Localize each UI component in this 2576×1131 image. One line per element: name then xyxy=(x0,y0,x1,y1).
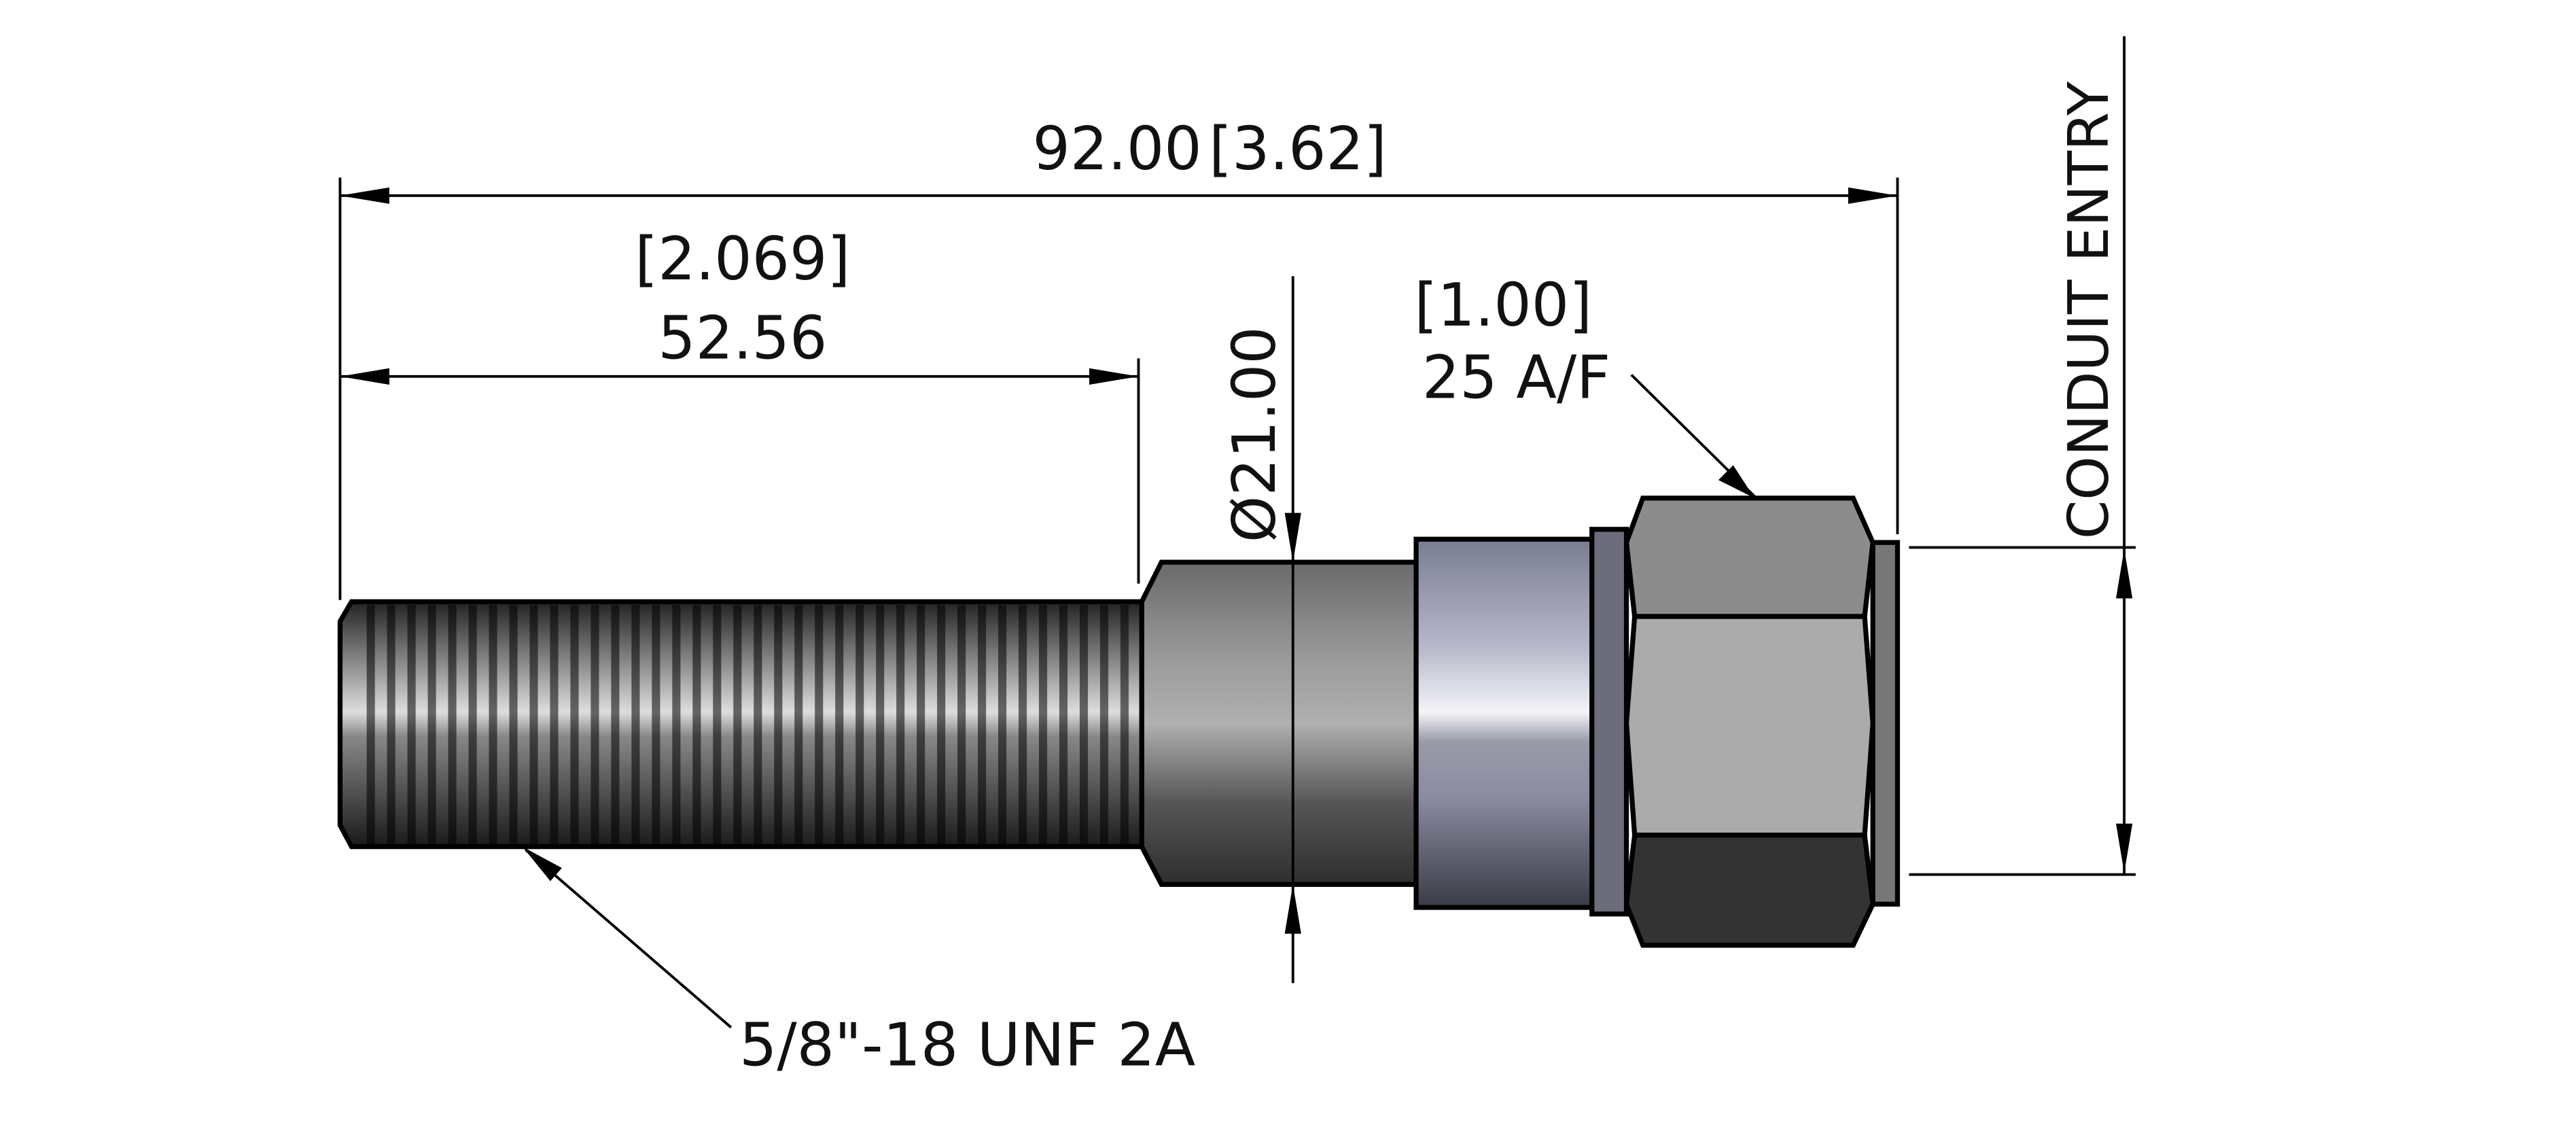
hex-nut-bottom-face xyxy=(1623,833,1875,948)
conduit-entry-dimension: CONDUIT ENTRY xyxy=(1909,36,2136,876)
shank xyxy=(1139,559,1419,887)
hex-size-text: 25 A/F xyxy=(1422,343,1610,412)
thread-length-dimension: [2.069] 52.56 xyxy=(340,224,1140,584)
overall-length-inch-text: [3.62] xyxy=(1209,114,1387,184)
end-lip xyxy=(1870,540,1901,907)
thread-length-text: 52.56 xyxy=(658,303,827,372)
overall-length-dimension: 92.00 [3.62] xyxy=(338,114,1899,600)
diameter-text: Ø21.00 xyxy=(1220,326,1289,542)
thread-spec-text: 5/8"-18 UNF 2A xyxy=(739,1010,1195,1079)
hex-nut-top-face xyxy=(1623,495,1875,619)
thread-spec-callout: 5/8"-18 UNF 2A xyxy=(522,846,1195,1079)
overall-length-text: 92.00 xyxy=(1032,114,1201,184)
hex-size-callout: [1.00] 25 A/F xyxy=(1414,271,1756,498)
diameter-dimension: Ø21.00 xyxy=(1220,276,1301,984)
body-ring xyxy=(1413,536,1595,910)
conduit-entry-text: CONDUIT ENTRY xyxy=(2057,81,2121,539)
fitting-body xyxy=(337,495,1901,948)
hex-nut-middle-face xyxy=(1623,614,1875,838)
collar xyxy=(1589,527,1629,917)
hex-size-inch-text: [1.00] xyxy=(1414,271,1592,340)
thread-length-inch-text: [2.069] xyxy=(635,224,850,294)
